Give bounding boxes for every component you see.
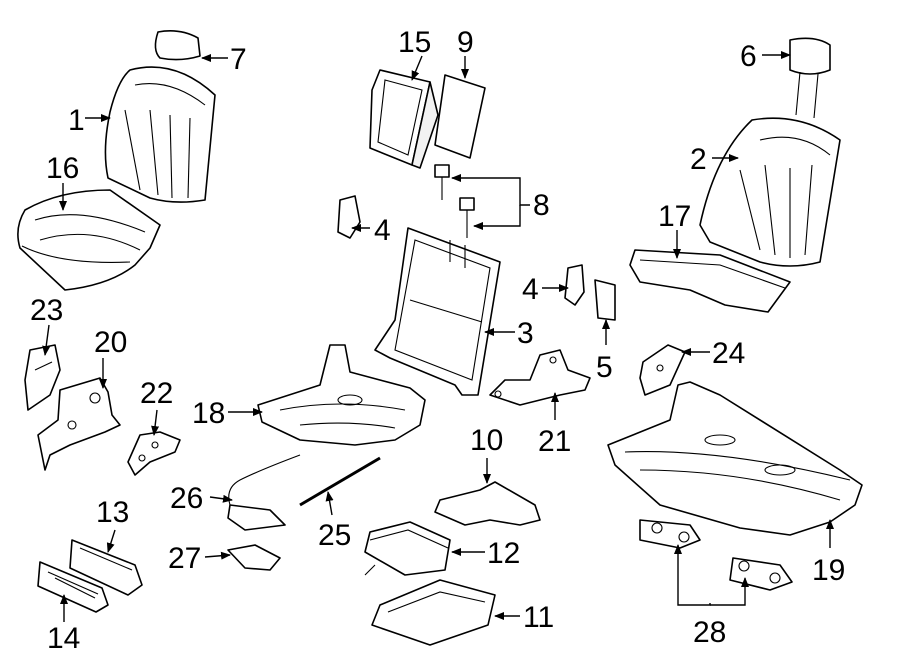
callout-20: 20 <box>94 326 127 359</box>
callout-27: 27 <box>168 542 201 575</box>
part-2-seat-back <box>699 117 841 267</box>
part-15-back-panel <box>369 69 439 169</box>
part-3-seat-back-frame <box>374 227 501 396</box>
part-25-rod <box>299 456 381 507</box>
part-14-trim <box>37 561 109 613</box>
part-1-seat-back <box>104 66 216 203</box>
callout-8: 8 <box>533 189 550 222</box>
callout-1: 1 <box>68 104 85 137</box>
part-17-cushion <box>629 249 791 313</box>
part-22-bracket <box>127 431 181 476</box>
part-7-headrest <box>154 30 201 61</box>
part-20-bracket <box>37 377 121 471</box>
callout-19: 19 <box>812 554 845 587</box>
part-9-pad <box>434 74 486 159</box>
part-11-tray <box>371 579 496 646</box>
part-10-plate <box>434 481 541 526</box>
callout-28: 28 <box>693 616 726 649</box>
callout-15: 15 <box>398 26 431 59</box>
callout-13: 13 <box>96 496 129 529</box>
part-16-seat-cushion <box>17 189 161 291</box>
callout-26: 26 <box>170 482 203 515</box>
callout-24: 24 <box>712 337 745 370</box>
leader-lines <box>42 51 834 622</box>
callout-6: 6 <box>740 40 757 73</box>
part-26-cable <box>227 454 301 531</box>
callout-25: 25 <box>318 519 351 552</box>
callout-7: 7 <box>230 43 247 76</box>
callout-17: 17 <box>658 200 691 233</box>
callout-9: 9 <box>457 26 474 59</box>
callout-22: 22 <box>140 377 173 410</box>
part-19-cushion-frame <box>607 381 863 536</box>
callout-labels: 1 7 16 15 9 8 4 3 18 23 20 22 26 25 27 1… <box>30 26 845 655</box>
callout-16: 16 <box>46 152 79 185</box>
callout-4a: 4 <box>374 214 391 247</box>
callout-5: 5 <box>596 351 613 384</box>
part-4-clip <box>337 195 361 239</box>
callout-10: 10 <box>470 424 503 457</box>
callout-4b: 4 <box>522 273 539 306</box>
part-12-module <box>364 521 451 576</box>
callout-12: 12 <box>487 537 520 570</box>
callout-18: 18 <box>192 397 225 430</box>
callout-3: 3 <box>517 317 534 350</box>
callout-21: 21 <box>538 425 571 458</box>
part-18-cushion-frame <box>257 344 426 446</box>
callout-2: 2 <box>690 143 707 176</box>
part-4-clip-b <box>564 264 585 306</box>
callout-23: 23 <box>30 294 63 327</box>
part-23-bracket <box>24 344 61 411</box>
part-5-clip <box>594 279 616 321</box>
callout-11: 11 <box>523 601 554 634</box>
part-8-bolts <box>434 164 475 238</box>
part-21-bracket <box>489 349 591 406</box>
part-24-bracket <box>639 344 686 396</box>
part-6-headrest <box>789 37 831 119</box>
part-27-cover <box>227 544 281 571</box>
part-13-trim <box>69 539 143 596</box>
callout-14: 14 <box>47 622 80 655</box>
